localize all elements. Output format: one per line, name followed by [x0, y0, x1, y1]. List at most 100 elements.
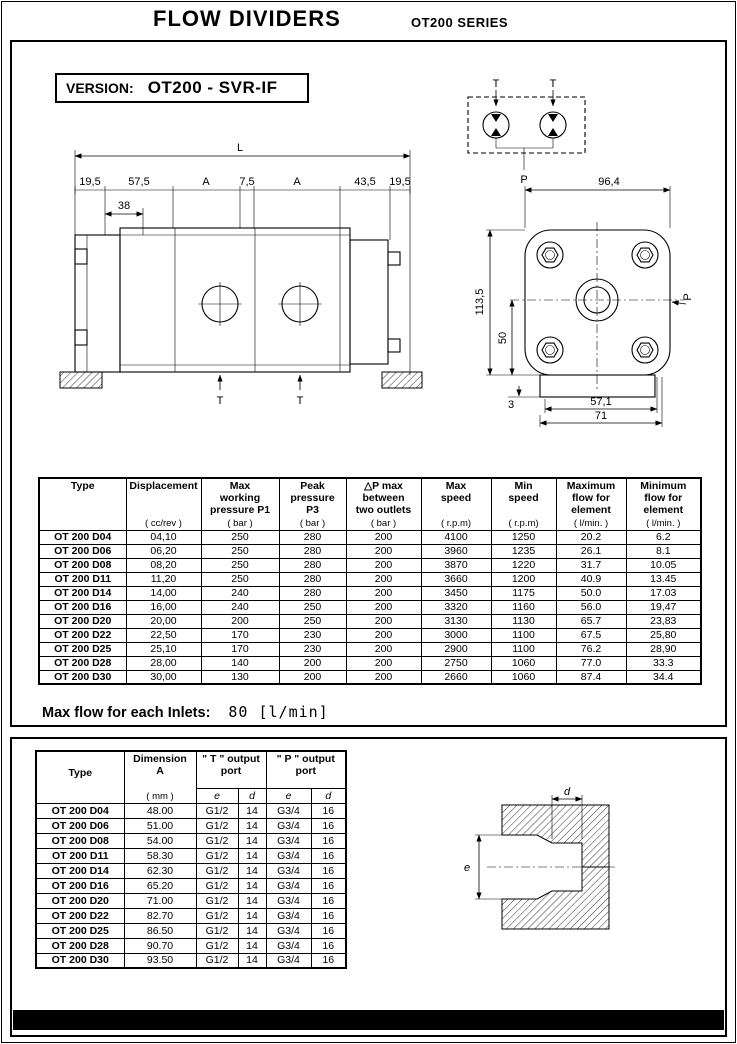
max-flow-note-label: Max flow for each Inlets: [42, 705, 211, 721]
dim-cell-dimension-a: 93.50 [123, 952, 197, 969]
spec-cell-peak-pressure: 230 [278, 641, 347, 657]
dim-57-1-label: 57,1 [590, 396, 611, 408]
dim-38-label: 38 [118, 200, 130, 212]
spec-cell-max-working-pressure: 250 [200, 557, 280, 573]
spec-cell-type: OT 200 D22 [38, 627, 127, 643]
dimension-table-row: OT 200 D20 71.00 G1/2 14 G3/4 16 [35, 892, 347, 909]
spec-cell-max-speed: 2900 [420, 641, 492, 657]
spec-cell-displacement: 14,00 [125, 585, 202, 601]
dim-cell-type: OT 200 D30 [35, 952, 125, 969]
main-panel: T T P L [10, 40, 727, 727]
spec-cell-max-working-pressure: 130 [200, 669, 280, 685]
page-title: FLOW DIVIDERS [153, 6, 341, 31]
spec-table-row: OT 200 D11 11,20 250 280 200 3660 1200 4… [38, 571, 702, 587]
dim-cell-dimension-a: 48.00 [123, 802, 197, 819]
dim-50-label: 50 [497, 332, 509, 344]
max-flow-note: Max flow for each Inlets: 80 [l/min] [42, 703, 329, 721]
dim-cell-p-d: 16 [310, 937, 347, 954]
port-dim-e-label: e [464, 862, 470, 874]
spec-cell-type: OT 200 D20 [38, 613, 127, 629]
spec-col-max-flow: Maximum flow for element( l/min. ) [555, 477, 627, 531]
dim-cell-dimension-a: 58.30 [123, 847, 197, 864]
dimension-table-row: OT 200 D14 62.30 G1/2 14 G3/4 16 [35, 862, 347, 879]
spec-cell-min-speed: 1175 [490, 585, 557, 601]
spec-col-displacement: Displacement( cc/rev ) [125, 477, 202, 531]
spec-cell-max-speed: 3450 [420, 585, 492, 601]
spec-cell-min-speed: 1060 [490, 655, 557, 671]
schematic-port-t2-label: T [550, 78, 557, 90]
spec-cell-dp-max: 200 [345, 641, 422, 657]
spec-cell-max-flow: 65.7 [555, 613, 627, 629]
dim-cell-dimension-a: 51.00 [123, 817, 197, 834]
dim-cell-type: OT 200 D04 [35, 802, 125, 819]
dimension-table-row: OT 200 D11 58.30 G1/2 14 G3/4 16 [35, 847, 347, 864]
spec-cell-dp-max: 200 [345, 571, 422, 587]
dim-cell-type: OT 200 D20 [35, 892, 125, 909]
series-label: OT200 SERIES [411, 15, 509, 30]
spec-cell-type: OT 200 D16 [38, 599, 127, 615]
spec-cell-displacement: 06,20 [125, 543, 202, 559]
spec-table: Type Displacement( cc/rev ) Max working … [38, 477, 702, 685]
spec-cell-min-flow: 34.4 [625, 669, 702, 685]
dim-cell-p-e: G3/4 [265, 817, 312, 834]
dim-subcol-p-e: e [265, 787, 312, 804]
spec-cell-max-working-pressure: 240 [200, 585, 280, 601]
spec-table-body: OT 200 D04 04,10 250 280 200 4100 1250 2… [38, 529, 702, 685]
dim-cell-t-e: G1/2 [195, 862, 239, 879]
dimensions-panel: Type Dimension A( mm ) " T " output port… [10, 737, 727, 1037]
spec-cell-max-flow: 26.1 [555, 543, 627, 559]
spec-cell-type: OT 200 D04 [38, 529, 127, 545]
front-view-drawing: 96,4 113,5 50 3 [474, 176, 694, 427]
spec-cell-max-working-pressure: 200 [200, 613, 280, 629]
spec-cell-min-speed: 1160 [490, 599, 557, 615]
dim-col-dimension-a: Dimension A( mm ) [123, 750, 197, 804]
dim-3-label: 3 [508, 399, 514, 411]
spec-cell-max-speed: 3320 [420, 599, 492, 615]
dim-subcol-p-d: d [310, 787, 347, 804]
dim-cell-t-e: G1/2 [195, 877, 239, 894]
spec-cell-max-speed: 2660 [420, 669, 492, 685]
dim-cell-t-e: G1/2 [195, 847, 239, 864]
dim-cell-dimension-a: 90.70 [123, 937, 197, 954]
spec-cell-dp-max: 200 [345, 613, 422, 629]
dim-cell-t-d: 14 [237, 877, 267, 894]
dim-cell-t-e: G1/2 [195, 937, 239, 954]
dimension-table-body: OT 200 D04 48.00 G1/2 14 G3/4 16 OT 200 … [35, 802, 347, 969]
spec-cell-displacement: 11,20 [125, 571, 202, 587]
dim-cell-p-e: G3/4 [265, 892, 312, 909]
dim-cell-t-d: 14 [237, 832, 267, 849]
dim-cell-t-d: 14 [237, 802, 267, 819]
spec-cell-max-speed: 4100 [420, 529, 492, 545]
dim-cell-dimension-a: 65.20 [123, 877, 197, 894]
dimension-table: Type Dimension A( mm ) " T " output port… [35, 750, 347, 969]
dim-cell-t-e: G1/2 [195, 922, 239, 939]
spec-col-max-speed: Max speed( r.p.m) [420, 477, 492, 531]
spec-cell-min-speed: 1100 [490, 641, 557, 657]
dim-cell-p-e: G3/4 [265, 862, 312, 879]
spec-cell-displacement: 25,10 [125, 641, 202, 657]
spec-cell-min-speed: 1130 [490, 613, 557, 629]
spec-cell-peak-pressure: 200 [278, 655, 347, 671]
dim-A-right-label: A [293, 176, 301, 188]
dim-cell-p-e: G3/4 [265, 877, 312, 894]
spec-cell-dp-max: 200 [345, 599, 422, 615]
spec-cell-min-flow: 25,80 [625, 627, 702, 643]
schematic-port-p-label: P [520, 174, 527, 186]
version-value: OT200 - SVR-IF [147, 78, 278, 97]
side-view-drawing: L 19,5 57,5 A 7,5 A 43,5 19,5 [59, 142, 423, 407]
spec-cell-max-working-pressure: 240 [200, 599, 280, 615]
dim-96-4-label: 96,4 [598, 176, 619, 188]
spec-cell-displacement: 08,20 [125, 557, 202, 573]
spec-cell-max-flow: 31.7 [555, 557, 627, 573]
dimension-table-row: OT 200 D28 90.70 G1/2 14 G3/4 16 [35, 937, 347, 954]
spec-cell-min-flow: 10.05 [625, 557, 702, 573]
spec-table-row: OT 200 D28 28,00 140 200 200 2750 1060 7… [38, 655, 702, 671]
spec-cell-peak-pressure: 280 [278, 557, 347, 573]
spec-cell-peak-pressure: 200 [278, 669, 347, 685]
spec-cell-max-speed: 3660 [420, 571, 492, 587]
spec-cell-min-speed: 1235 [490, 543, 557, 559]
dim-cell-t-e: G1/2 [195, 952, 239, 969]
dim-col-t-output-port: " T " output port [195, 750, 267, 789]
version-label: VERSION: [66, 80, 134, 96]
max-flow-note-value: 80 [l/min] [228, 703, 329, 721]
